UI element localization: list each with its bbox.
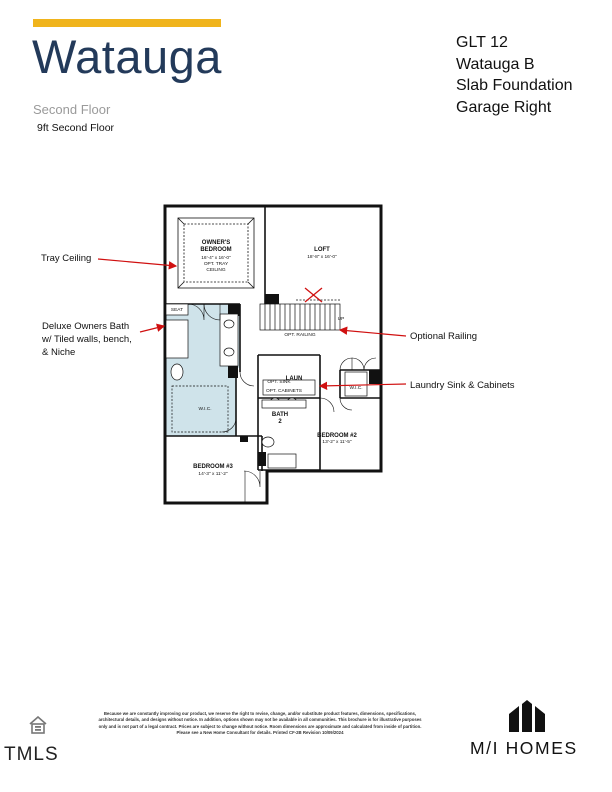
plan-label: LOFT	[314, 247, 330, 253]
lot-info-line: Watauga B	[456, 55, 535, 73]
callout-line: w/ Tiled walls, bench,	[42, 334, 132, 345]
arrow-icon	[318, 381, 407, 391]
plan-label: OPT. RAILING	[284, 332, 315, 338]
floor-subtitle: Second Floor	[33, 102, 111, 117]
page-title: Watauga	[32, 30, 222, 83]
lot-info-line: Garage Right	[456, 98, 552, 116]
ceiling-height-note: 9ft Second Floor	[37, 122, 115, 134]
plan-label: 18'-8" x 16'-0"	[307, 254, 337, 260]
plan-label: UP	[338, 316, 345, 322]
callout-tray-ceiling: Tray Ceiling	[41, 253, 92, 264]
brand-name: M/I HOMES	[470, 738, 578, 758]
callout-owners-bath: Deluxe Owners Bath w/ Tiled walls, bench…	[42, 320, 132, 359]
arrow-icon	[338, 326, 407, 337]
lot-info: GLT 12 Watauga B Slab Foundation Garage …	[456, 32, 573, 118]
arrow-icon	[97, 258, 178, 270]
plan-label: CEILING	[206, 267, 225, 273]
plan-label: BEDROOM #3	[193, 464, 233, 470]
plan-label: OPT. TRAY	[204, 261, 229, 267]
plan-label: OWNER'S	[202, 240, 230, 246]
plan-label: SEAT	[171, 307, 183, 313]
plan-label: BEDROOM #2	[317, 433, 357, 439]
plan-label: W.I.C.	[349, 385, 362, 391]
lot-info-line: Slab Foundation	[456, 77, 573, 94]
plan-label: BATH	[272, 412, 288, 418]
plan-label: 16'-4" x 16'-0"	[201, 255, 231, 261]
equal-housing-icon	[28, 715, 48, 739]
arrow-icon	[139, 323, 166, 333]
callout-laundry: Laundry Sink & Cabinets	[410, 380, 515, 391]
accent-bar	[33, 19, 221, 27]
lot-info-line: GLT 12	[456, 34, 508, 51]
plan-label: 13'-2" x 11'-5"	[322, 439, 351, 445]
plan-label: OPT. SINK	[267, 379, 291, 385]
mls-mark: TMLS	[4, 744, 59, 765]
plan-label: 2	[278, 419, 282, 425]
plan-label: LAUN	[286, 376, 303, 382]
callout-line: & Niche	[42, 347, 76, 358]
mi-homes-logo-icon	[505, 698, 549, 737]
plan-label: BEDROOM	[200, 247, 231, 253]
legal-disclaimer: Because we are constantly improving our …	[98, 711, 422, 735]
plan-label: OPT. CABINETS	[266, 388, 302, 394]
plan-label: 14'-3" x 11'-2"	[198, 471, 227, 477]
exterior-wall	[163, 204, 383, 505]
plan-label: W.I.C.	[198, 406, 211, 412]
callout-line: Deluxe Owners Bath	[42, 321, 130, 332]
callout-optional-railing: Optional Railing	[410, 331, 478, 342]
